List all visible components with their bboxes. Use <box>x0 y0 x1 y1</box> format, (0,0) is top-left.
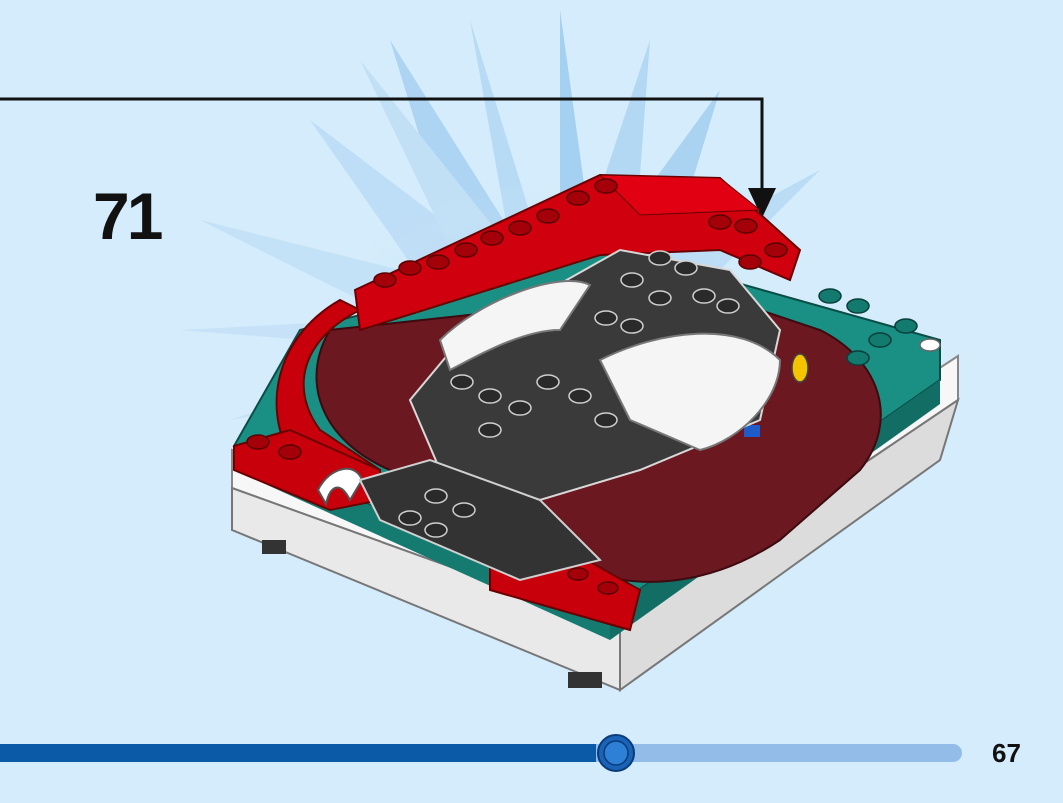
step-number: 71 <box>93 179 163 253</box>
arrow-head-icon <box>748 188 776 218</box>
progress-knob-inner-icon <box>603 740 629 766</box>
lego-model-illustration <box>231 173 960 692</box>
progress-fill <box>0 744 596 762</box>
callout-arrow-icon <box>0 97 764 190</box>
page-number: 67 <box>992 738 1021 768</box>
progress-bar <box>0 734 962 772</box>
